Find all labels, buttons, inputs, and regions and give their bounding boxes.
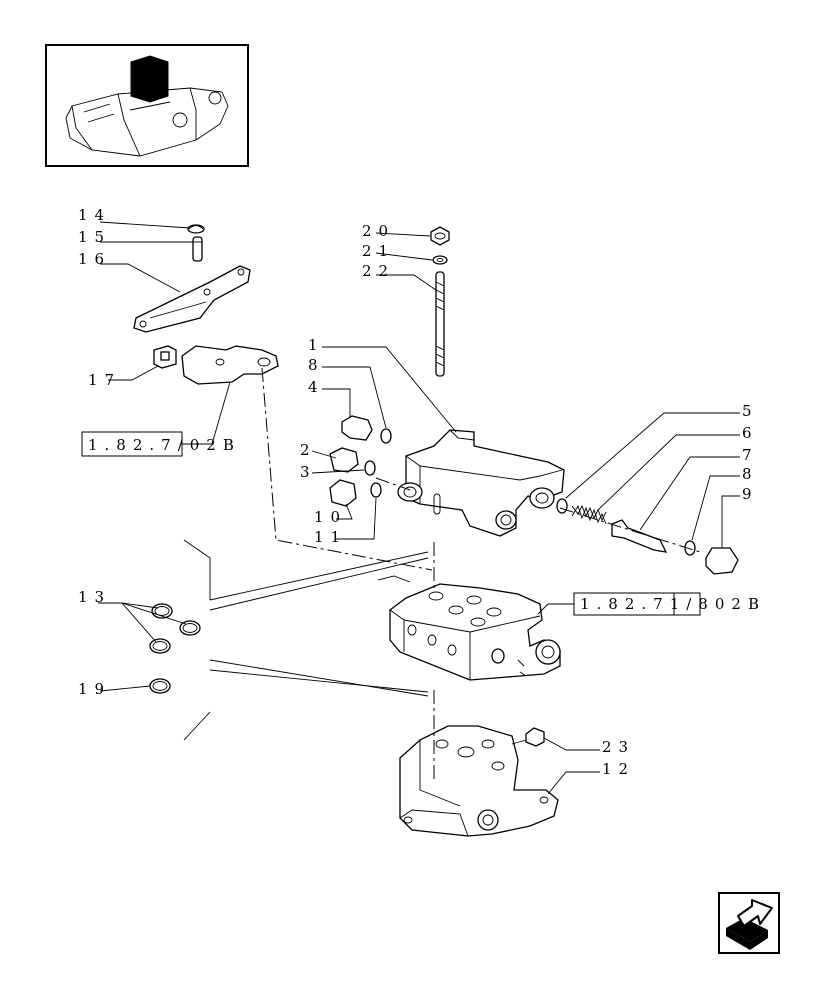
label-part-2: 2 — [300, 441, 317, 459]
reference-right: 1.82.71/802B — [573, 592, 766, 616]
part-labels: 14 15 16 17 20 21 22 1 8 4 2 3 10 11 5 6… — [78, 206, 759, 778]
linkage-group — [133, 224, 279, 385]
label-part-1: 1 — [308, 336, 325, 354]
label-part-16: 16 — [78, 250, 111, 268]
label-part-4: 4 — [308, 378, 325, 396]
label-part-11: 11 — [314, 528, 347, 546]
valve-body-group — [329, 415, 739, 575]
stud-group — [430, 226, 450, 377]
reference-label-right: 1.82.71/802B — [580, 595, 766, 613]
control-valve-group — [377, 575, 561, 681]
leader-lines — [98, 221, 740, 795]
label-part-20: 20 — [362, 222, 395, 240]
base-group — [399, 725, 559, 837]
overview-thumbnail — [45, 44, 249, 167]
label-part-7: 7 — [742, 446, 759, 464]
reference-label-left: 1.82.7/02B — [88, 436, 241, 454]
label-part-9: 9 — [742, 485, 759, 503]
label-part-17: 17 — [88, 371, 121, 389]
label-part-3: 3 — [300, 463, 317, 481]
label-part-8-left: 8 — [308, 356, 325, 374]
label-part-23: 23 — [602, 738, 635, 756]
label-part-5: 5 — [742, 402, 759, 420]
label-part-8-right: 8 — [742, 465, 759, 483]
o-ring-group — [149, 539, 429, 741]
label-part-19: 19 — [78, 680, 111, 698]
label-part-12: 12 — [602, 760, 635, 778]
reference-left: 1.82.7/02B — [81, 431, 241, 457]
arrow-next-icon[interactable] — [718, 892, 780, 954]
label-part-10: 10 — [314, 508, 347, 526]
axis-lines — [261, 367, 701, 780]
label-part-13: 13 — [78, 588, 111, 606]
label-part-22: 22 — [362, 262, 395, 280]
label-part-21: 21 — [362, 242, 395, 260]
label-part-15: 15 — [78, 228, 111, 246]
label-part-6: 6 — [742, 424, 759, 442]
label-part-14: 14 — [78, 206, 111, 224]
